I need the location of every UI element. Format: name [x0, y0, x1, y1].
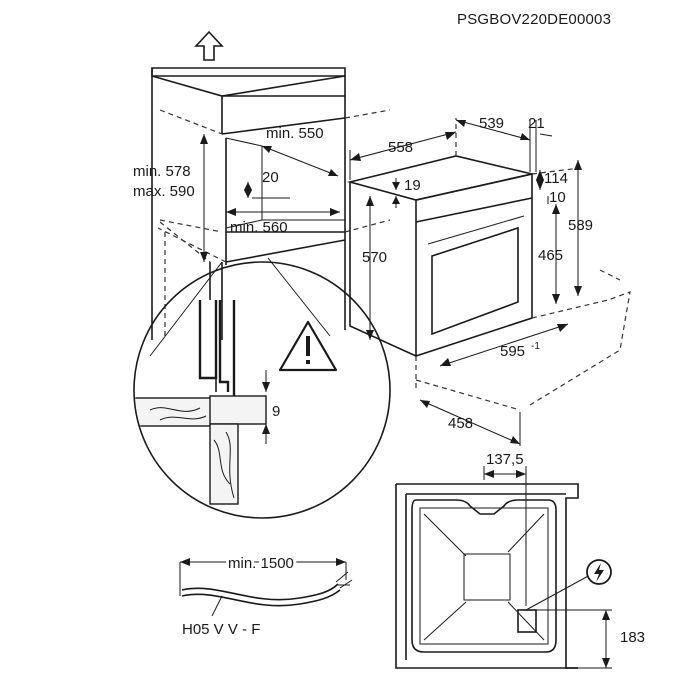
oven-width-tolerance: -1 [531, 341, 540, 352]
cable-type: H05 V V - F [182, 621, 260, 638]
cable-drawing [179, 558, 353, 617]
oven-bottom-depth: 458 [448, 415, 473, 432]
document-code: PSGBOV220DE00003 [457, 11, 611, 28]
cabinet-drawing [151, 30, 391, 340]
rear-connection-offset: 137,5 [486, 451, 524, 468]
rear-connection-height: 183 [620, 629, 645, 646]
warning-triangle-icon [278, 320, 338, 372]
oven-cavity-height: 465 [538, 247, 563, 264]
oven-front-thickness: 21 [528, 115, 545, 132]
oven-drawing [346, 118, 631, 446]
oven-depth-body: 539 [479, 115, 504, 132]
oven-body-height: 570 [362, 249, 387, 266]
cabinet-vent-gap: 20 [262, 169, 279, 186]
oven-width: 595 [500, 343, 525, 360]
cabinet-height-max: max. 590 [133, 183, 195, 200]
detail-gap: 9 [272, 403, 280, 420]
oven-top-offset: 19 [404, 177, 421, 194]
oven-depth-total: 558 [388, 139, 413, 156]
oven-total-height: 589 [568, 217, 593, 234]
cable-length-min: min. 1500 [228, 555, 294, 572]
oven-panel-top: 114 [544, 170, 568, 187]
cabinet-width-min: min. 560 [230, 219, 288, 236]
electrical-connection-icon [586, 559, 612, 585]
up-arrow-icon [194, 30, 224, 61]
oven-panel-gap: 10 [549, 189, 566, 206]
cabinet-height-min: min. 578 [133, 163, 191, 180]
cabinet-top [151, 67, 346, 77]
detail-view [133, 257, 391, 519]
cabinet-depth-min: min. 550 [266, 125, 324, 142]
rear-view [395, 466, 612, 669]
